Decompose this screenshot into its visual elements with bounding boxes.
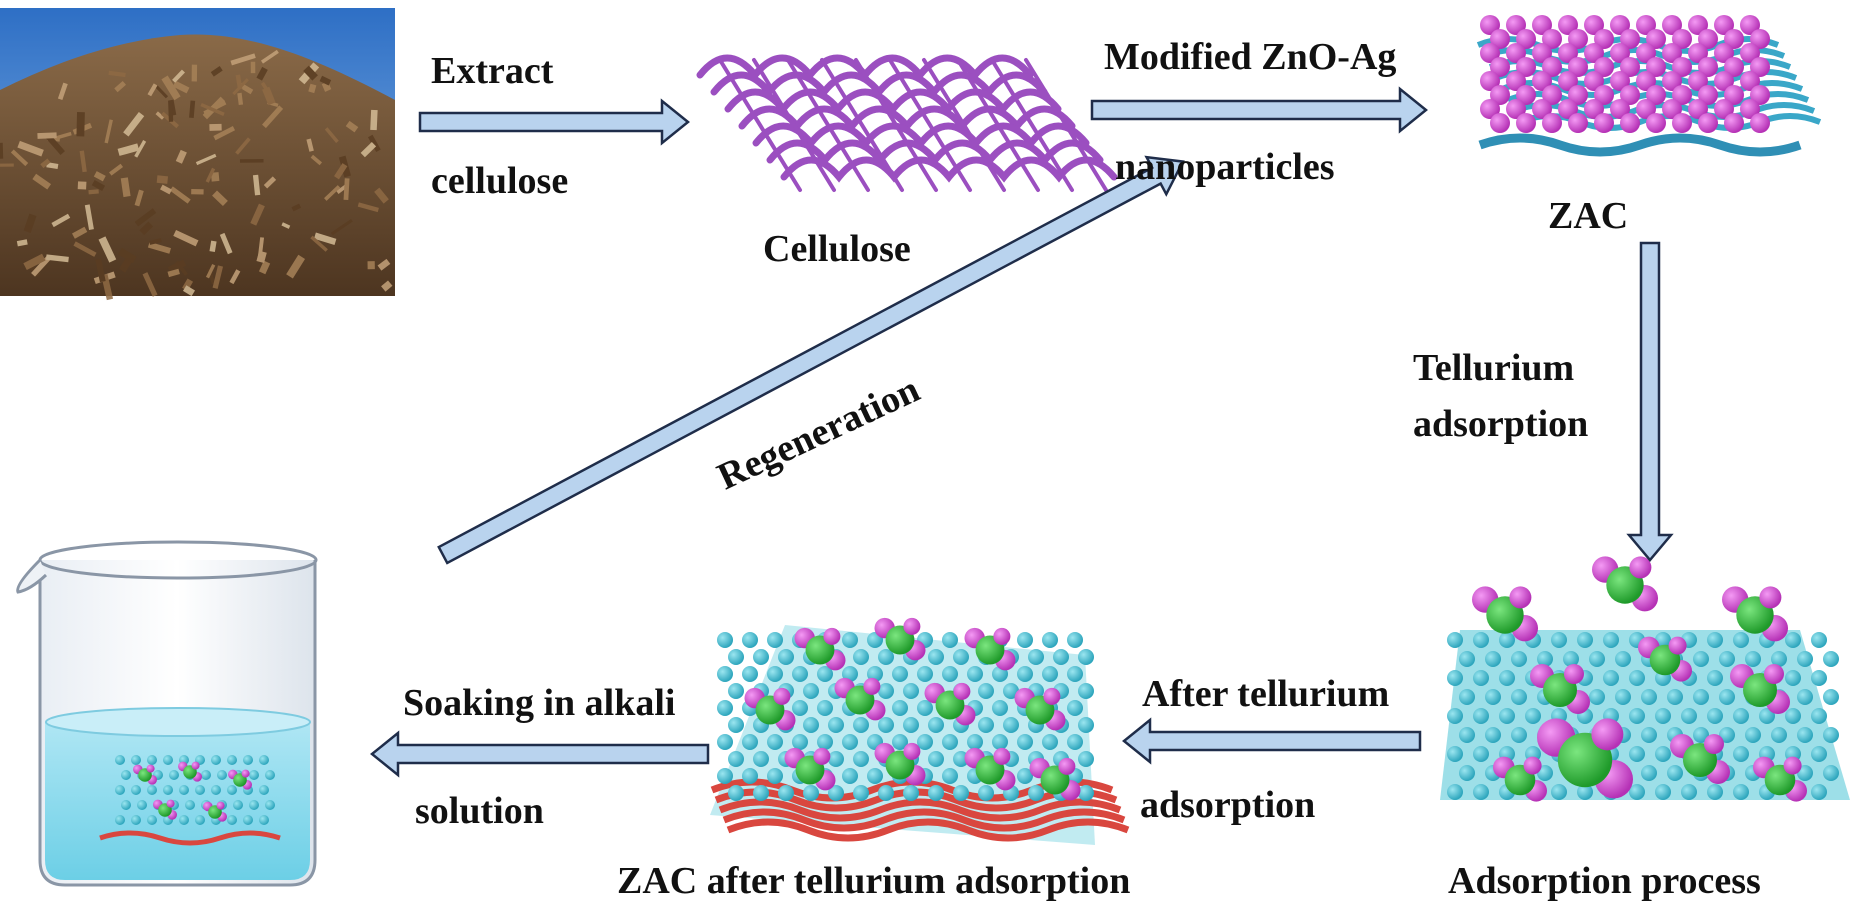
label-modified-zno-ag: Modified ZnO-Ag — [1104, 36, 1397, 78]
arrow-soaking — [370, 730, 710, 778]
label-zac: ZAC — [1548, 195, 1629, 237]
label-adsorption-process: Adsorption process — [1448, 860, 1761, 902]
label-after-tellurium: After tellurium — [1142, 673, 1390, 715]
cellulose-mesh-icon — [696, 54, 1118, 192]
label-extract: Extract — [431, 50, 554, 92]
beaker-icon — [16, 540, 318, 887]
arrow-extract — [418, 98, 690, 146]
label-soaking: Soaking in alkali — [403, 682, 676, 724]
wood-chips-photo — [0, 8, 395, 301]
zac-mesh-icon — [1476, 15, 1822, 157]
saturated-zac-icon — [710, 617, 1130, 845]
label-cellulose-step: cellulose — [431, 160, 569, 202]
label-cellulose-caption: Cellulose — [763, 228, 911, 270]
label-adsorption-step2: adsorption — [1140, 784, 1316, 826]
label-zac-after-tellurium: ZAC after tellurium adsorption — [617, 860, 1131, 902]
arrow-after-tellurium — [1122, 717, 1422, 765]
label-nanoparticles: nanoparticles — [1115, 146, 1335, 188]
arrow-modify — [1090, 86, 1428, 134]
label-adsorption-step: adsorption — [1413, 403, 1589, 445]
arrow-tellurium-adsorption — [1626, 241, 1674, 562]
label-tellurium: Tellurium — [1413, 347, 1575, 389]
arrow-regeneration — [437, 155, 1185, 565]
label-solution: solution — [415, 790, 544, 832]
adsorption-cluster-icon — [1440, 556, 1850, 802]
